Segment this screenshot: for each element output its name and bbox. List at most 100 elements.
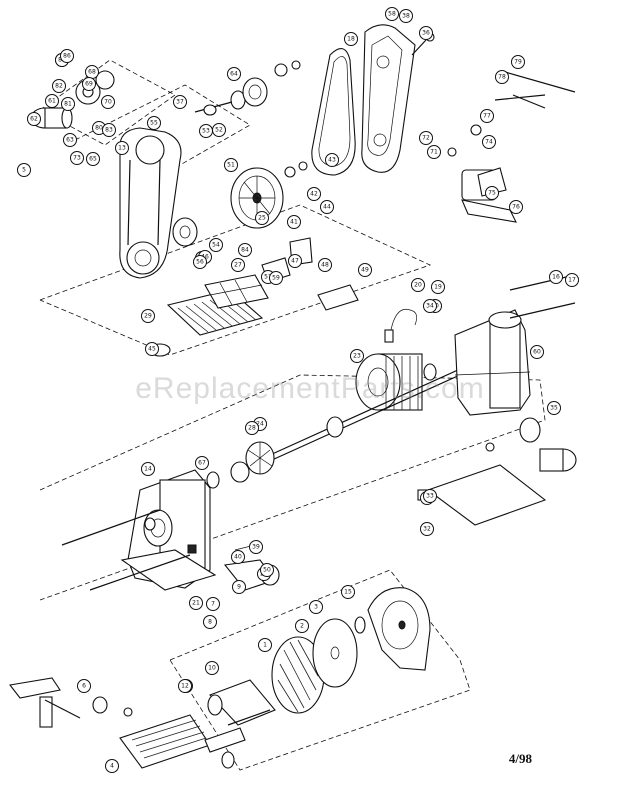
callout-81: 81 <box>61 97 75 111</box>
callout-number: 43 <box>328 157 336 164</box>
callout-number: 71 <box>430 149 438 156</box>
callout-3: 3 <box>309 600 323 614</box>
callout-39: 39 <box>249 540 263 554</box>
callout-number: 12 <box>181 683 189 690</box>
callout-72: 72 <box>419 131 433 145</box>
callout-29: 29 <box>141 309 155 323</box>
callout-bubble <box>63 133 77 147</box>
callout-bubble <box>245 421 259 435</box>
callout-65: 65 <box>86 152 100 166</box>
callout-bubble <box>147 116 161 130</box>
callout-38: 38 <box>399 9 413 23</box>
callout-bubble <box>238 243 252 257</box>
callout-bubble <box>178 679 192 693</box>
callout-number: 21 <box>192 600 200 607</box>
callout-bubble <box>203 615 217 629</box>
callout-number: 83 <box>105 127 113 134</box>
callout-bubble <box>320 200 334 214</box>
callout-52: 52 <box>212 123 226 137</box>
callout-number: 34 <box>426 303 434 310</box>
callout-number: 37 <box>176 99 184 106</box>
callout-number: 53 <box>202 128 210 135</box>
callout-73: 73 <box>70 151 84 165</box>
callout-number: 27 <box>234 262 242 269</box>
callout-48: 48 <box>318 258 332 272</box>
callout-59: 59 <box>269 271 283 285</box>
callout-number: 28 <box>248 425 256 432</box>
callout-63: 63 <box>63 133 77 147</box>
callout-12: 12 <box>178 679 192 693</box>
callout-number: 65 <box>89 156 97 163</box>
callout-number: 23 <box>353 353 361 360</box>
callout-86: 86 <box>60 49 74 63</box>
callout-number: 8 <box>208 619 212 626</box>
callout-bubble <box>61 97 75 111</box>
callout-17: 17 <box>565 273 579 287</box>
callout-67: 67 <box>195 456 209 470</box>
callout-bubble <box>431 280 445 294</box>
callout-bubble <box>206 597 220 611</box>
callout-41: 41 <box>287 215 301 229</box>
callout-number: 82 <box>55 83 63 90</box>
callout-number: 68 <box>88 69 96 76</box>
callout-number: 64 <box>230 71 238 78</box>
callout-number: 25 <box>258 215 266 222</box>
callout-19: 19 <box>431 280 445 294</box>
callout-bubble <box>485 186 499 200</box>
callout-75: 75 <box>485 186 499 200</box>
callout-bubble <box>358 263 372 277</box>
callout-bubble <box>495 70 509 84</box>
callout-number: 1 <box>263 642 267 649</box>
callout-bubble <box>307 187 321 201</box>
callout-bubble <box>419 131 433 145</box>
callout-16: 16 <box>549 270 563 284</box>
callout-51: 51 <box>224 158 238 172</box>
callout-number: 70 <box>104 99 112 106</box>
disc-sander-assembly <box>9 569 471 771</box>
callout-number: 76 <box>512 204 520 211</box>
callout-number: 81 <box>64 101 72 108</box>
callout-bubble <box>205 661 219 675</box>
callout-25: 25 <box>255 211 269 225</box>
callout-bubble <box>231 550 245 564</box>
callout-10: 10 <box>205 661 219 675</box>
callout-number: 79 <box>514 59 522 66</box>
callout-bubble <box>17 163 31 177</box>
callout-56: 56 <box>193 255 207 269</box>
callout-number: 29 <box>144 313 152 320</box>
callout-number: 35 <box>550 405 558 412</box>
callout-number: 42 <box>310 191 318 198</box>
callout-number: 58 <box>388 11 396 18</box>
callout-bubble <box>420 522 434 536</box>
callout-number: 6 <box>82 683 86 690</box>
callout-number: 44 <box>323 204 331 211</box>
callout-bubble <box>232 580 246 594</box>
callout-8: 8 <box>203 615 217 629</box>
callout-bubble <box>231 258 245 272</box>
callout-70: 70 <box>101 95 115 109</box>
callout-71: 71 <box>427 145 441 159</box>
callout-bubble <box>255 211 269 225</box>
callout-number: 84 <box>241 247 249 254</box>
callout-number: 4 <box>110 763 114 770</box>
callout-74: 74 <box>482 135 496 149</box>
callout-number: 24 <box>256 421 264 428</box>
callout-number: 2 <box>300 623 304 630</box>
callout-bubble <box>115 141 129 155</box>
callout-number: 14 <box>144 466 152 473</box>
callout-number: 18 <box>347 36 355 43</box>
callout-bubble <box>423 299 437 313</box>
callout-76: 76 <box>509 200 523 214</box>
callout-bubble <box>209 238 223 252</box>
callout-bubble <box>199 124 213 138</box>
callout-bubble <box>419 26 433 40</box>
callout-bubble <box>101 95 115 109</box>
callout-58: 58 <box>385 7 399 21</box>
callout-68: 68 <box>85 65 99 79</box>
callout-number: 40 <box>234 554 242 561</box>
callout-number: 3 <box>314 604 318 611</box>
callout-7: 7 <box>206 597 220 611</box>
callout-bubble <box>511 55 525 69</box>
